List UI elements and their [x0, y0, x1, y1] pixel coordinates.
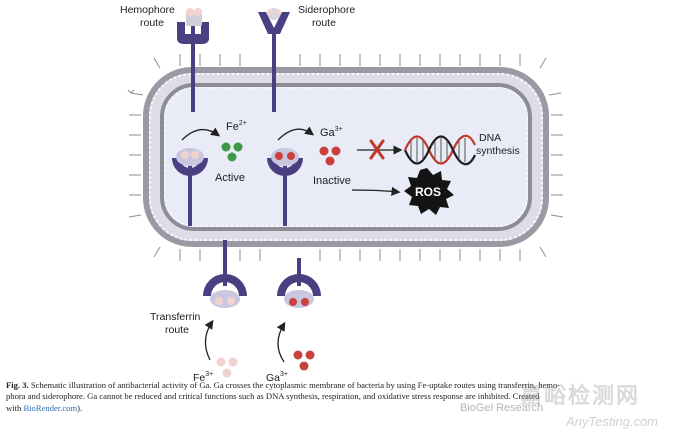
transferrin-route-label: Transferrin route — [150, 311, 203, 336]
caption-line-1: Schematic illustration of antibacterial … — [30, 380, 561, 390]
active-label: Active — [215, 172, 245, 184]
fe3-label: Fe3+ — [193, 371, 213, 384]
ros-burst-icon — [404, 168, 454, 215]
ga3-label-bottom: Ga3+ — [266, 371, 288, 384]
ga3-label-top: Ga3+ — [320, 126, 343, 139]
figure-number: Fig. 3. — [6, 380, 29, 390]
inner-receptor-active — [172, 148, 208, 226]
watermark-account: BioGel Research — [460, 402, 544, 414]
ga3-ions-extracellular — [293, 350, 315, 371]
outer-receptor-transferrin-fe — [203, 240, 247, 308]
siderophore-receptor — [258, 8, 290, 112]
biorender-link[interactable]: BioRender.com — [23, 402, 78, 413]
caption-line-2: phora and siderophore. Ga cannot be redu… — [6, 391, 540, 402]
hemophore-receptor — [177, 8, 209, 112]
block-x-icon — [369, 139, 385, 160]
watermark-cn: 嘉峪检测网 — [520, 384, 641, 409]
inner-receptor-inactive — [267, 148, 303, 226]
watermark-en: AnyTesting.com — [566, 414, 659, 429]
caption-line-3-prefix: with — [6, 402, 22, 413]
arrow-to-fe2 — [181, 127, 221, 141]
cell-pili — [127, 54, 564, 261]
outer-receptor-transferrin-ga — [277, 258, 321, 308]
ga3-ions-intracellular — [319, 146, 341, 166]
fe2-label: Fe2+ — [226, 120, 247, 133]
arrow-ga3-up — [276, 321, 286, 363]
hemophore-route-label: Hemophore route — [120, 4, 178, 29]
inactive-label: Inactive — [313, 175, 351, 187]
arrow-to-ros — [351, 186, 401, 196]
dna-helix-icon — [403, 134, 476, 166]
fe2-ions-active — [221, 142, 243, 162]
bacterial-cell — [143, 67, 549, 247]
caption-line-3-suffix: ). — [77, 402, 83, 413]
arrow-to-ga3 — [277, 126, 315, 141]
fe3-ions-extracellular — [216, 357, 238, 378]
arrow-fe3-up — [204, 319, 214, 361]
dna-synthesis-label: DNA synthesis — [476, 132, 520, 157]
figure-caption: Fig. 3. Schematic illustration of antiba… — [6, 380, 674, 414]
ros-label: ROS — [415, 185, 441, 199]
siderophore-route-label: Siderophore route — [298, 4, 358, 29]
